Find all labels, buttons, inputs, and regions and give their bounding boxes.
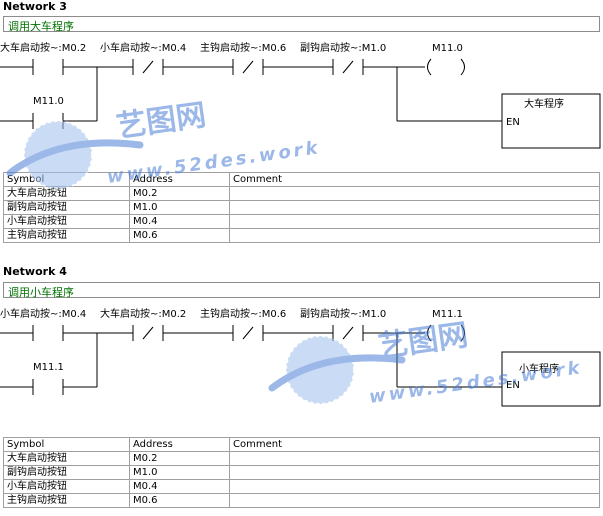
network-4-coil[interactable] [427,324,465,342]
network-4-contact-1-label: 小车启动按~:M0.4 [0,307,86,320]
column-header-symbol[interactable]: Symbol [3,172,130,187]
column-header-address[interactable]: Address [129,437,230,452]
comment-cell[interactable] [229,214,600,229]
symbol-cell: 副钩启动按钮 [3,465,130,480]
network-4-subroutine-box[interactable]: 小车程序 EN [501,351,601,407]
address-cell: M0.6 [129,493,230,508]
comment-cell[interactable] [229,186,600,201]
address-cell: M0.6 [129,228,230,243]
column-header-symbol[interactable]: Symbol [3,437,130,452]
symbol-cell: 副钩启动按钮 [3,200,130,215]
symbol-cell: 主钩启动按钮 [3,493,130,508]
network-4-comment-box[interactable]: 调用小车程序 [3,282,600,299]
network-3-contact-4-label: 副钩启动按~:M1.0 [300,41,386,54]
network-4-contact-2-nc[interactable] [132,325,164,341]
network-4-contact-1[interactable] [32,325,64,341]
symbol-cell: 大车启动按钮 [3,451,130,466]
address-cell: M1.0 [129,200,230,215]
network-3-ladder[interactable]: 大车启动按~:M0.2 小车启动按~:M0.4 主钩启动按~:M0.6 副钩启动… [0,36,603,156]
network-3-title: Network 3 [3,0,67,13]
symbol-cell: 大车启动按钮 [3,186,130,201]
network-4-contact-4-nc[interactable] [332,325,364,341]
network-4-contact-2-label: 大车启动按~:M0.2 [100,307,186,320]
column-header-address[interactable]: Address [129,172,230,187]
network-3-coil[interactable] [427,58,465,76]
column-header-comment[interactable]: Comment [229,172,600,187]
address-cell: M0.4 [129,479,230,494]
network-3-contact-2-label: 小车启动按~:M0.4 [100,41,186,54]
network-3-contact-1-label: 大车启动按~:M0.2 [0,41,86,54]
comment-cell[interactable] [229,493,600,508]
network-3-contact-3-label: 主钩启动按~:M0.6 [200,41,286,54]
network-3-latch-label: M11.0 [33,96,64,107]
network-3-coil-label: M11.0 [432,43,463,54]
network-3-subroutine-box[interactable]: 大车程序 EN [501,93,601,149]
network-4-coil-label: M11.1 [432,309,463,320]
network-3-box-en: EN [506,117,520,128]
address-cell: M0.4 [129,214,230,229]
network-4-contact-3-nc[interactable] [232,325,264,341]
network-4-latch-label: M11.1 [33,362,64,373]
symbol-cell: 主钩启动按钮 [3,228,130,243]
network-3-contact-4-nc[interactable] [332,59,364,75]
network-4-box-title: 小车程序 [519,362,559,375]
network-4-ladder[interactable]: 小车启动按~:M0.4 大车启动按~:M0.2 主钩启动按~:M0.6 副钩启动… [0,302,603,422]
address-cell: M1.0 [129,465,230,480]
address-cell: M0.2 [129,186,230,201]
network-4-contact-4-label: 副钩启动按~:M1.0 [300,307,386,320]
network-4-contact-3-label: 主钩启动按~:M0.6 [200,307,286,320]
network-3-comment-box[interactable]: 调用大车程序 [3,16,600,33]
network-3-comment: 调用大车程序 [8,20,74,33]
comment-cell[interactable] [229,200,600,215]
network-3-contact-2-nc[interactable] [132,59,164,75]
comment-cell[interactable] [229,465,600,480]
address-cell: M0.2 [129,451,230,466]
network-4-comment: 调用小车程序 [8,286,74,299]
network-3-box-title: 大车程序 [524,97,564,110]
comment-cell[interactable] [229,451,600,466]
network-4-box-en: EN [506,380,520,391]
network-3-contact-3-nc[interactable] [232,59,264,75]
symbol-cell: 小车启动按钮 [3,479,130,494]
network-3-latch-contact[interactable] [32,113,64,129]
network-4-latch-contact[interactable] [32,379,64,395]
column-header-comment[interactable]: Comment [229,437,600,452]
network-4-title: Network 4 [3,265,67,278]
symbol-cell: 小车启动按钮 [3,214,130,229]
comment-cell[interactable] [229,479,600,494]
network-3-contact-1[interactable] [32,59,64,75]
comment-cell[interactable] [229,228,600,243]
